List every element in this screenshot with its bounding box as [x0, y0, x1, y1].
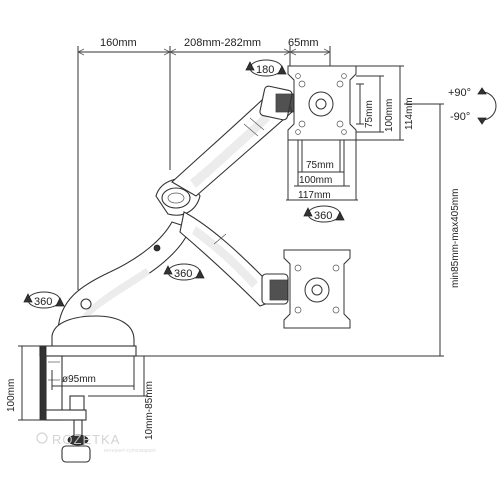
monitor-arm	[57, 85, 295, 331]
tilt-up-label: +90°	[448, 87, 471, 99]
dim-117mm: 117mm	[298, 190, 331, 201]
plate-swivel-360-icon	[303, 205, 345, 223]
rozetka-watermark: ROZETKA интернет-супермаркет	[36, 432, 157, 454]
plate-rotation-180-icon	[245, 59, 287, 77]
dim-base-height: 100mm	[6, 379, 17, 412]
plate-swivel-label: 360	[314, 210, 332, 222]
base-dimension-lines	[18, 345, 148, 421]
base-swivel-360-icon	[23, 291, 65, 309]
watermark-brand: ROZETKA	[52, 432, 120, 447]
upper-vesa-plate	[287, 65, 357, 141]
dim-base-diameter: ø95mm	[62, 374, 96, 385]
upper-plate-vertical-dims	[356, 65, 404, 141]
dim-height-range: min85mm-max405mm	[450, 189, 461, 288]
dim-100mm-vertical: 100mm	[384, 99, 395, 132]
dim-75mm-horizontal: 75mm	[306, 160, 334, 171]
base-swivel-label: 360	[34, 296, 52, 308]
dim-65mm: 65mm	[288, 37, 319, 49]
watermark-tagline: интернет-супермаркет	[104, 448, 157, 454]
top-dimension-lines	[77, 46, 331, 290]
dim-clamp-range: 10mm-85mm	[144, 381, 155, 440]
dim-160mm: 160mm	[100, 37, 137, 49]
arm-swivel-360-icon	[163, 263, 205, 281]
tilt-down-label: -90°	[450, 111, 470, 123]
tilt-arrow-icon	[477, 87, 497, 125]
plate-rotation-label: 180	[256, 64, 274, 76]
dim-75mm-vertical: 75mm	[364, 100, 375, 128]
height-dimension-lines	[110, 103, 444, 357]
dim-208-282mm: 208mm-282mm	[184, 37, 261, 49]
arm-swivel-label: 360	[174, 268, 192, 280]
desk-clamp	[39, 315, 137, 463]
lower-vesa-plate	[283, 249, 351, 329]
dim-100mm-horizontal: 100mm	[299, 175, 332, 186]
upper-plate-horizontal-dims	[286, 140, 358, 201]
dim-114mm: 114mm	[404, 97, 415, 130]
